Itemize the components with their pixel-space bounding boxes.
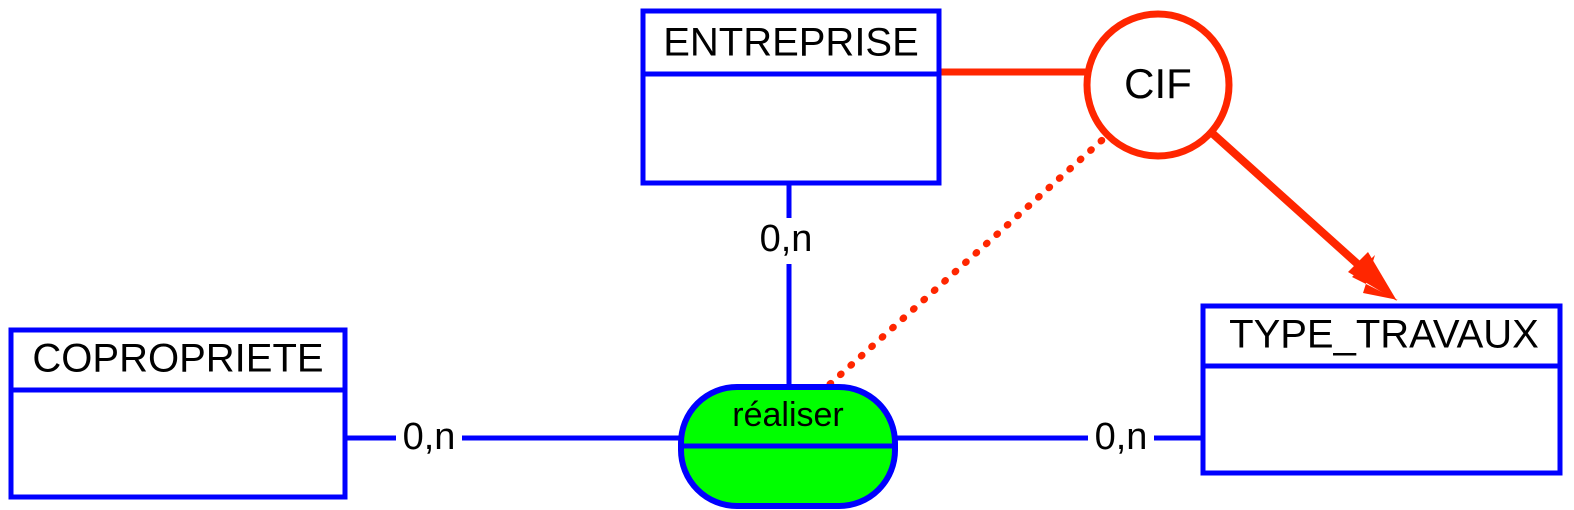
entity-title-type-travaux: TYPE_TRAVAUX bbox=[1229, 313, 1539, 357]
entity-box[interactable] bbox=[640, 8, 942, 186]
entity-type-travaux[interactable]: TYPE_TRAVAUX bbox=[1200, 303, 1563, 476]
entity-title-coproperiete: COPROPRIETE bbox=[32, 337, 323, 381]
cardinality-coproperiete-realiser: 0,n bbox=[396, 416, 462, 462]
entity-entreprise[interactable]: ENTREPRISE bbox=[640, 8, 942, 186]
cardinality-backdrop bbox=[1088, 416, 1154, 462]
entity-title-entreprise: ENTREPRISE bbox=[663, 21, 919, 65]
cardinality-label: 0,n bbox=[1095, 416, 1148, 458]
cif-circle[interactable] bbox=[1083, 10, 1233, 160]
cardinality-backdrop bbox=[396, 416, 462, 462]
link-cif-type-travaux bbox=[1209, 130, 1398, 301]
arrowhead-icon-fill bbox=[1348, 252, 1397, 301]
association-realiser[interactable]: réaliser bbox=[678, 384, 898, 509]
link-line bbox=[1209, 130, 1375, 280]
cif-label: CIF bbox=[1124, 60, 1192, 107]
cardinality-entreprise-realiser: 0,n bbox=[753, 218, 819, 264]
cardinality-realiser-type-travaux: 0,n bbox=[1088, 416, 1154, 462]
entity-box[interactable] bbox=[8, 327, 348, 500]
association-title-realiser: réaliser bbox=[732, 396, 843, 434]
cardinality-label: 0,n bbox=[403, 416, 456, 458]
constraint-cif[interactable]: CIF bbox=[1083, 10, 1233, 160]
cardinality-backdrop bbox=[753, 218, 819, 264]
entity-box[interactable] bbox=[1200, 303, 1563, 476]
entity-coproperiete[interactable]: COPROPRIETE bbox=[8, 327, 348, 500]
cardinality-label: 0,n bbox=[760, 218, 813, 260]
